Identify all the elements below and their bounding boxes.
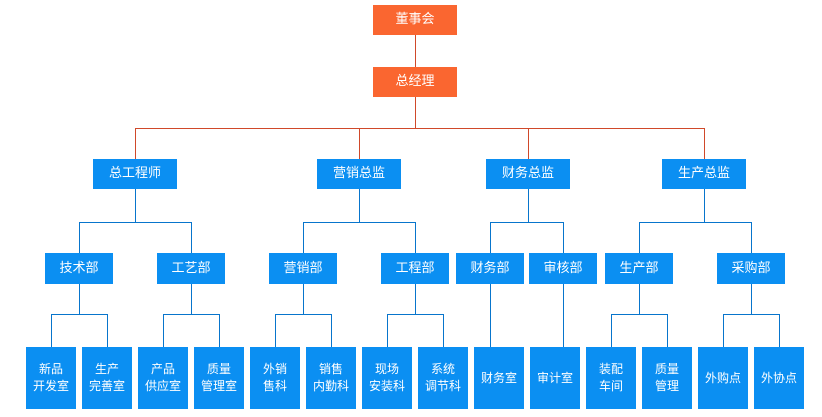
- unit-node: 现场 安装科: [362, 347, 412, 409]
- unit-label: 外协点: [760, 370, 797, 385]
- unit-label: 外购点: [704, 370, 741, 385]
- unit-node: 外购点: [698, 347, 748, 409]
- unit-label: 外销 售科: [262, 362, 287, 393]
- department-node-audit: 审核部: [529, 253, 597, 284]
- unit-label: 系统 调节科: [424, 362, 461, 393]
- director-node-production: 生产总监: [662, 159, 746, 189]
- department-node-marketing: 营销部: [269, 253, 337, 284]
- department-label: 生产部: [619, 260, 659, 276]
- unit-label: 财务室: [480, 370, 517, 385]
- unit-node: 产品 供应室: [138, 347, 188, 409]
- unit-node: 质量 管理: [642, 347, 692, 409]
- department-label: 采购部: [731, 260, 771, 276]
- department-label: 技术部: [59, 260, 99, 276]
- department-label: 营销部: [283, 260, 323, 276]
- department-node-production: 生产部: [605, 253, 673, 284]
- unit-label: 质量 管理室: [200, 362, 237, 393]
- department-label: 工艺部: [171, 260, 211, 276]
- department-label: 工程部: [395, 260, 435, 276]
- board-label: 董事会: [395, 12, 435, 27]
- director-node-finance: 财务总监: [486, 159, 570, 189]
- department-node-process: 工艺部: [157, 253, 225, 284]
- director-label: 财务总监: [501, 166, 554, 181]
- department-node-tech: 技术部: [45, 253, 113, 284]
- unit-label: 新品 开发室: [32, 362, 69, 393]
- general-manager-label: 总经理: [395, 74, 435, 89]
- board-node: 董事会: [373, 5, 457, 35]
- general-manager-node: 总经理: [373, 67, 457, 97]
- unit-label: 审计室: [536, 370, 573, 385]
- unit-node: 外协点: [754, 347, 804, 409]
- director-label: 总工程师: [108, 166, 161, 181]
- unit-node: 销售 内勤科: [306, 347, 356, 409]
- unit-node: 生产 完善室: [82, 347, 132, 409]
- director-label: 营销总监: [332, 166, 385, 181]
- department-node-procurement: 采购部: [717, 253, 785, 284]
- department-label: 审核部: [543, 260, 583, 276]
- unit-label: 装配 车间: [598, 362, 623, 393]
- unit-node: 质量 管理室: [194, 347, 244, 409]
- director-label: 生产总监: [677, 166, 730, 181]
- department-node-engineering: 工程部: [381, 253, 449, 284]
- director-node-chief-engineer: 总工程师: [93, 159, 177, 189]
- unit-label: 生产 完善室: [88, 362, 125, 393]
- department-label: 财务部: [470, 260, 510, 276]
- unit-node: 新品 开发室: [26, 347, 76, 409]
- department-node-finance: 财务部: [456, 253, 524, 284]
- unit-node: 财务室: [474, 347, 524, 409]
- unit-node: 外销 售科: [250, 347, 300, 409]
- unit-node: 审计室: [530, 347, 580, 409]
- unit-label: 现场 安装科: [368, 362, 405, 393]
- unit-label: 产品 供应室: [144, 362, 181, 393]
- unit-label: 销售 内勤科: [312, 362, 349, 393]
- unit-node: 系统 调节科: [418, 347, 468, 409]
- director-node-marketing: 营销总监: [317, 159, 401, 189]
- unit-label: 质量 管理: [654, 362, 679, 393]
- unit-node: 装配 车间: [586, 347, 636, 409]
